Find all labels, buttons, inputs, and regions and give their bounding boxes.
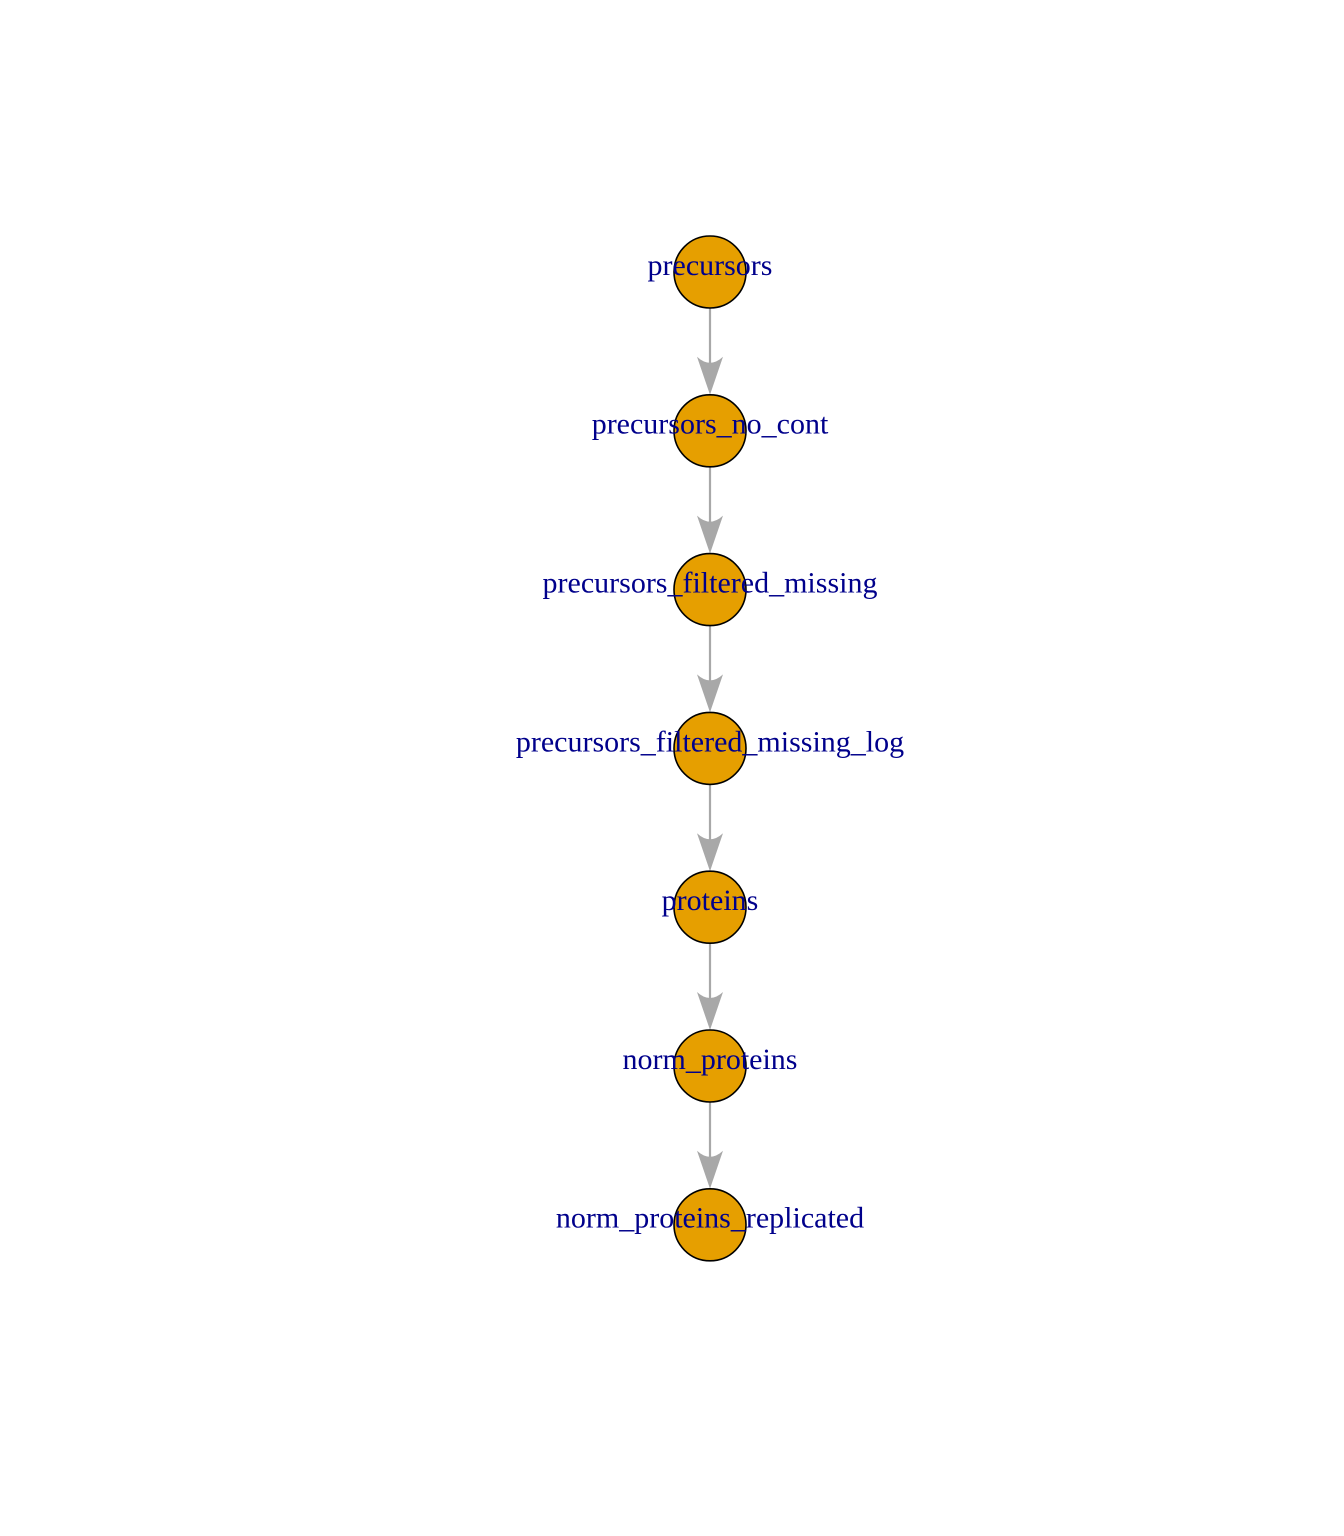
node-label: precursors_filtered_missing_log: [516, 725, 904, 758]
graph-node: [673, 235, 747, 309]
arrowhead: [697, 356, 723, 395]
node-label: precursors_no_cont: [592, 408, 829, 441]
graph-node: [673, 870, 747, 945]
graph-node: [673, 552, 747, 627]
edge-arrow: [697, 625, 723, 713]
node-label: norm_proteins: [623, 1043, 798, 1076]
edge-arrow: [697, 1102, 723, 1189]
arrowhead: [697, 674, 723, 713]
graph-node: [673, 393, 747, 468]
edges-layer: [697, 308, 723, 1189]
graph-node: [673, 1188, 747, 1262]
labels-layer: precursors precursors_no_cont precursors_f…: [516, 249, 904, 1235]
node-label: precursors_filtered_missing: [543, 566, 878, 599]
arrowhead: [697, 833, 723, 872]
nodes-layer: [673, 235, 747, 1262]
node-label: precursors: [648, 249, 773, 282]
graph-node: [673, 711, 747, 786]
graph-node: [673, 1029, 747, 1103]
arrowhead: [697, 515, 723, 554]
edge-arrow: [697, 466, 723, 554]
edge-arrow: [697, 308, 723, 395]
edge-arrow: [697, 784, 723, 872]
arrowhead: [697, 1150, 723, 1189]
node-label: norm_proteins_replicated: [556, 1202, 864, 1235]
edge-arrow: [697, 943, 723, 1030]
arrowhead: [697, 992, 723, 1030]
node-label: proteins: [662, 884, 759, 917]
